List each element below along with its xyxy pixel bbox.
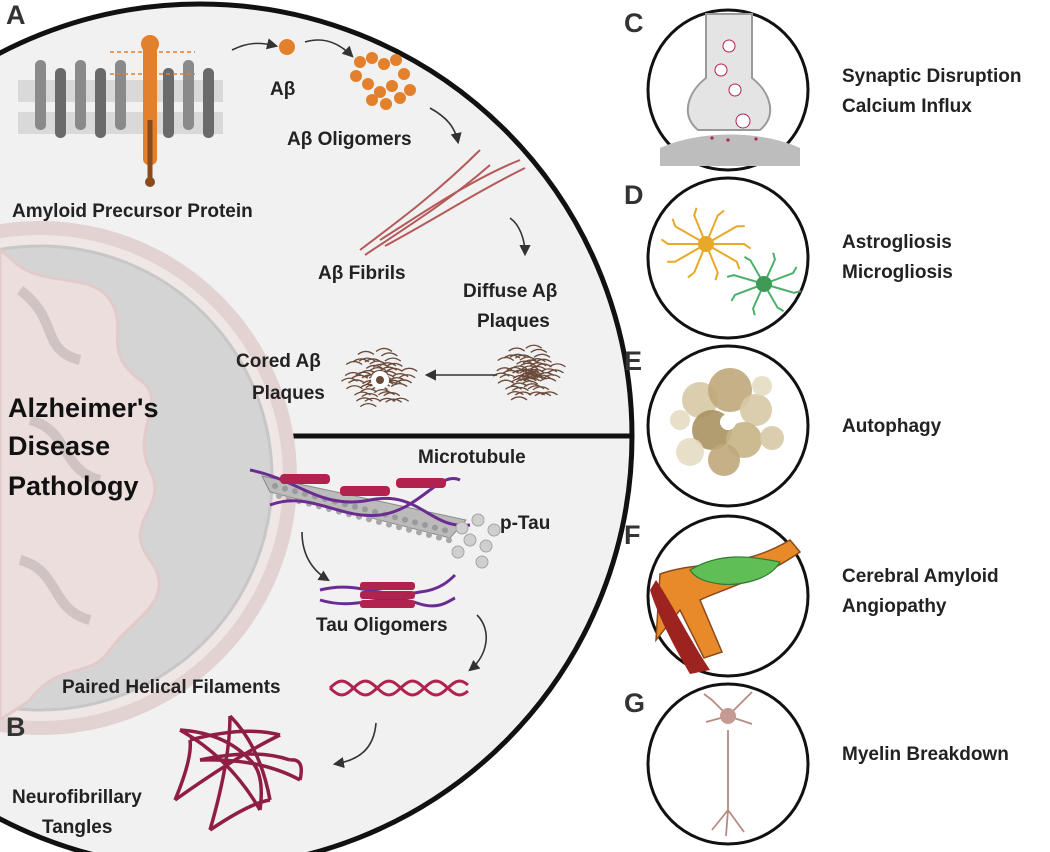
- desc-e-line-1: Autophagy: [842, 416, 942, 437]
- desc-d-line-2: Microgliosis: [842, 262, 953, 283]
- glia-icon: [660, 207, 802, 316]
- label-tangles-1: Neurofibrillary: [12, 787, 142, 808]
- ptau-icon: [451, 513, 501, 569]
- glia-circle: [646, 176, 810, 340]
- label-cored-plaques-1: Cored Aβ: [236, 351, 321, 372]
- label-diffuse-plaques-2: Plaques: [477, 311, 550, 332]
- synapse-icon: [660, 13, 800, 166]
- desc-f-line-1: Cerebral Amyloid: [842, 566, 999, 587]
- center-title-line-1: Alzheimer's: [8, 393, 159, 423]
- abeta-oligomers-icon: [350, 52, 416, 110]
- label-microtubule: Microtubule: [418, 447, 526, 468]
- center-title-line-2: Disease: [8, 431, 111, 461]
- label-tau-oligomers: Tau Oligomers: [316, 615, 448, 636]
- abeta-monomer-icon: [279, 39, 295, 55]
- desc-d-line-1: Astrogliosis: [842, 232, 952, 253]
- phf-icon: [328, 679, 469, 697]
- panel-letter-c: C: [624, 8, 644, 38]
- pathway-arrows: [231, 38, 531, 769]
- abeta-fibrils-icon: [359, 149, 526, 256]
- panel-letter-f: F: [624, 520, 641, 550]
- tangles-icon: [173, 714, 303, 832]
- blood-vessel-icon: [650, 539, 802, 674]
- label-app: Amyloid Precursor Protein: [12, 201, 253, 222]
- microtubule-icon: [249, 468, 471, 544]
- tau-oligomers-icon: [319, 573, 457, 608]
- label-diffuse-plaques-1: Diffuse Aβ: [463, 281, 558, 302]
- panel-letter-e: E: [624, 346, 643, 376]
- label-abeta: Aβ: [270, 79, 296, 100]
- cored-plaque-icon: [341, 347, 418, 408]
- label-phf: Paired Helical Filaments: [62, 677, 281, 698]
- desc-c-line-2: Calcium Influx: [842, 96, 972, 117]
- panel-letter-b: B: [6, 712, 26, 742]
- panel-letter-g: G: [624, 688, 646, 718]
- neuron-icon: [703, 691, 753, 837]
- panel-letter-d: D: [624, 180, 644, 210]
- desc-c-line-1: Synaptic Disruption: [842, 66, 1022, 87]
- center-title-line-3: Pathology: [8, 471, 139, 501]
- desc-g-line-1: Myelin Breakdown: [842, 744, 1009, 765]
- panel-letter-a: A: [6, 0, 26, 30]
- label-cored-plaques-2: Plaques: [252, 383, 325, 404]
- label-tangles-2: Tangles: [42, 817, 113, 838]
- label-abeta-fibrils: Aβ Fibrils: [318, 263, 406, 284]
- autophagy-icon: [670, 368, 784, 476]
- label-ptau: p-Tau: [500, 513, 551, 534]
- membrane-icon: [18, 35, 223, 187]
- desc-f-line-2: Angiopathy: [842, 596, 947, 617]
- label-abeta-oligomers: Aβ Oligomers: [287, 129, 412, 150]
